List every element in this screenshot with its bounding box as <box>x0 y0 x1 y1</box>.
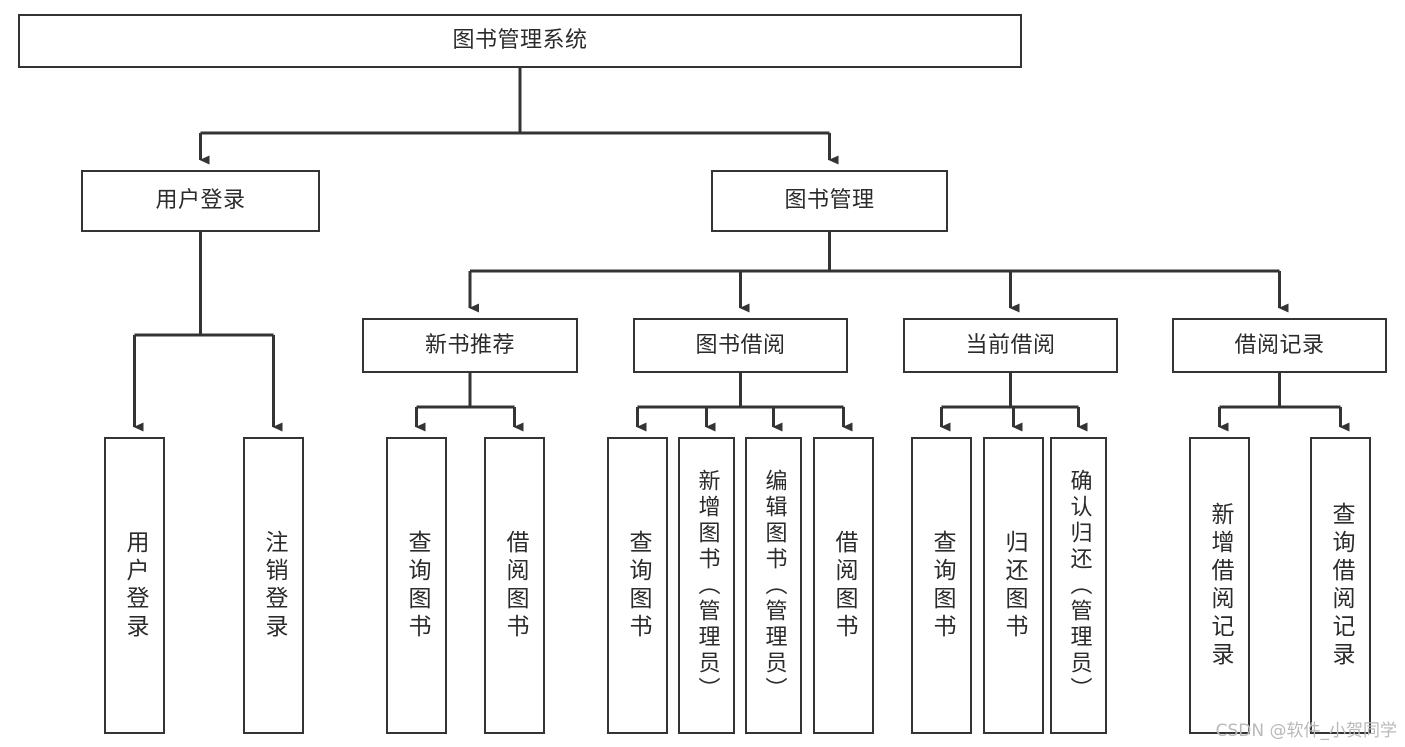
node-leaf-leaf-user-login[interactable]: 用户登录 <box>104 437 165 734</box>
node-label: 编辑图书（管理员） <box>761 468 787 703</box>
node-leaf-leaf-return-book[interactable]: 归还图书 <box>983 437 1044 734</box>
node-leaf-leaf-edit-book[interactable]: 编辑图书（管理员） <box>745 437 802 734</box>
node-leaf-leaf-query-record[interactable]: 查询借阅记录 <box>1310 437 1371 734</box>
node-label: 图书管理系统 <box>452 28 588 54</box>
node-label: 图书管理 <box>784 188 875 214</box>
node-leaf-leaf-borrow-book-1[interactable]: 借阅图书 <box>484 437 545 734</box>
node-leaf-leaf-query-book-1[interactable]: 查询图书 <box>386 437 447 734</box>
node-leaf-leaf-add-book[interactable]: 新增图书（管理员） <box>678 437 735 734</box>
node-label: 新书推荐 <box>424 332 515 358</box>
node-label: 借阅图书 <box>831 529 857 642</box>
node-label: 图书借阅 <box>695 332 786 358</box>
node-label: 借阅记录 <box>1234 332 1325 358</box>
watermark-text: CSDN @软件_小贺同学 <box>1215 721 1397 741</box>
node-label: 查询图书 <box>404 529 430 642</box>
connector-lines <box>133 68 1350 432</box>
node-label: 查询借阅记录 <box>1328 501 1354 670</box>
node-label: 注销登录 <box>261 529 287 642</box>
node-leaf-leaf-add-record[interactable]: 新增借阅记录 <box>1189 437 1250 734</box>
node-level2-current-borrow[interactable]: 当前借阅 <box>903 318 1118 373</box>
node-label: 查询图书 <box>625 529 651 642</box>
node-leaf-leaf-query-book-3[interactable]: 查询图书 <box>911 437 972 734</box>
node-leaf-leaf-borrow-book-2[interactable]: 借阅图书 <box>813 437 874 734</box>
node-label: 用户登录 <box>155 188 246 214</box>
node-level1-user-login[interactable]: 用户登录 <box>81 170 320 232</box>
node-level2-new-book-rec[interactable]: 新书推荐 <box>362 318 578 373</box>
node-label: 确认归还（管理员） <box>1066 468 1092 703</box>
node-leaf-leaf-query-book-2[interactable]: 查询图书 <box>607 437 668 734</box>
node-label: 用户登录 <box>122 529 148 642</box>
node-label: 新增图书（管理员） <box>694 468 720 703</box>
node-leaf-leaf-logout[interactable]: 注销登录 <box>243 437 304 734</box>
node-root[interactable]: 图书管理系统 <box>18 14 1022 68</box>
node-leaf-leaf-confirm-return[interactable]: 确认归还（管理员） <box>1050 437 1107 734</box>
node-level2-book-borrow[interactable]: 图书借阅 <box>633 318 848 373</box>
node-label: 归还图书 <box>1001 529 1027 642</box>
node-level2-borrow-record[interactable]: 借阅记录 <box>1172 318 1387 373</box>
node-label: 当前借阅 <box>965 332 1056 358</box>
node-label: 新增借阅记录 <box>1207 501 1233 670</box>
node-label: 查询图书 <box>929 529 955 642</box>
node-level1-book-manage[interactable]: 图书管理 <box>711 170 948 232</box>
node-label: 借阅图书 <box>502 529 528 642</box>
